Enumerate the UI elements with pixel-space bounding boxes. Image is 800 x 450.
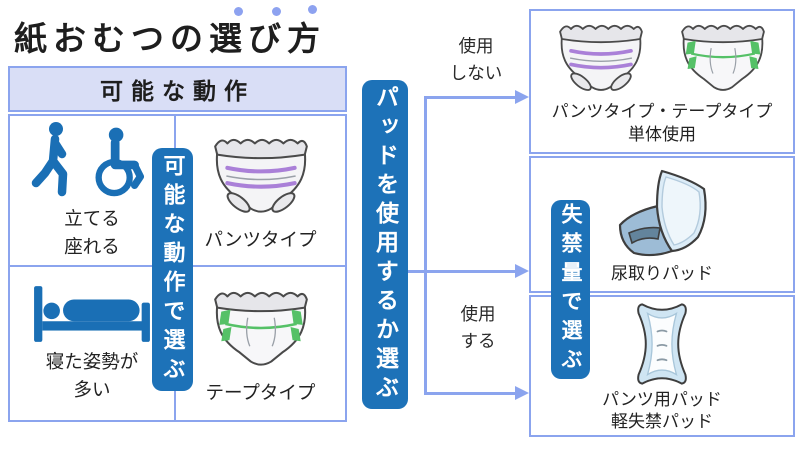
- banner-select-by-action: 可能な動作で選ぶ: [152, 148, 193, 391]
- pants-diaper-icon: [205, 130, 317, 224]
- result-box-standalone: パンツタイプ・テープタイプ 単体使用: [529, 9, 795, 154]
- product-label: テープタイプ: [205, 381, 316, 403]
- banner-select-pad-usage: パッドを使用するか選ぶ: [362, 80, 408, 409]
- branch-line2: しない: [449, 63, 503, 84]
- walking-person-icon: [31, 121, 68, 196]
- result-line2: 単体使用: [628, 124, 696, 144]
- page-title: 紙おむつの選び方: [14, 20, 326, 57]
- pants-diaper-icon: [558, 24, 644, 95]
- result-line1: 尿取りパッド: [611, 264, 713, 284]
- ability-line2: 座れる: [64, 235, 120, 257]
- wheelchair-icon: [95, 127, 145, 196]
- result-line2: 軽失禁パッド: [610, 412, 713, 431]
- title-accent-dot: [308, 5, 317, 14]
- cell-stand-sit: 立てる 座れる: [10, 116, 176, 267]
- result-label: パンツ用パッド 軽失禁パッド: [602, 389, 722, 434]
- banner-select-by-amount: 失禁量で選ぶ: [551, 200, 590, 379]
- arrow-right-icon: [515, 263, 529, 278]
- result-label: 尿取りパッド: [611, 263, 713, 285]
- possible-actions-header: 可能な動作: [8, 66, 347, 112]
- result-icons: [551, 17, 773, 101]
- arrow-right-icon: [515, 385, 529, 400]
- light-incontinence-pad-icon: [637, 302, 687, 385]
- urine-pad-icon: [618, 170, 707, 257]
- branch-line-top: [424, 95, 516, 99]
- result-label: パンツタイプ・テープタイプ 単体使用: [552, 101, 773, 146]
- branch-trunk-line: [424, 96, 427, 393]
- branch-label-use: 使用 する: [436, 301, 520, 355]
- branch-line-bottom: [424, 391, 516, 395]
- branch-line1: 使用: [458, 36, 494, 56]
- ability-icons: [31, 121, 153, 201]
- branch-line2: する: [460, 331, 496, 352]
- ability-line2: 多い: [73, 378, 111, 400]
- bed-icon: [34, 285, 150, 342]
- result-line1: パンツタイプ・テープタイプ: [551, 102, 773, 122]
- ability-label: 寝た姿勢が 多い: [46, 348, 139, 404]
- branch-line-middle: [407, 269, 516, 273]
- ability-line1: 寝た姿勢が: [45, 350, 139, 372]
- tape-diaper-icon: [680, 24, 766, 92]
- ability-label: 立てる 座れる: [64, 205, 120, 261]
- ability-line1: 立てる: [64, 207, 120, 229]
- arrow-right-icon: [515, 89, 529, 104]
- product-label: パンツタイプ: [204, 228, 317, 250]
- title-accent-dot: [272, 7, 281, 16]
- branch-label-not-use: 使用 しない: [434, 33, 518, 87]
- branch-line1: 使用: [460, 304, 496, 324]
- tape-diaper-icon: [213, 291, 308, 366]
- title-accent-dot: [234, 7, 243, 16]
- cell-lying: 寝た姿勢が 多い: [10, 267, 176, 420]
- result-line1: パンツ用パッド: [602, 389, 722, 409]
- cell-pants-type: パンツタイプ: [176, 116, 345, 267]
- cell-tape-type: テープタイプ: [176, 267, 345, 420]
